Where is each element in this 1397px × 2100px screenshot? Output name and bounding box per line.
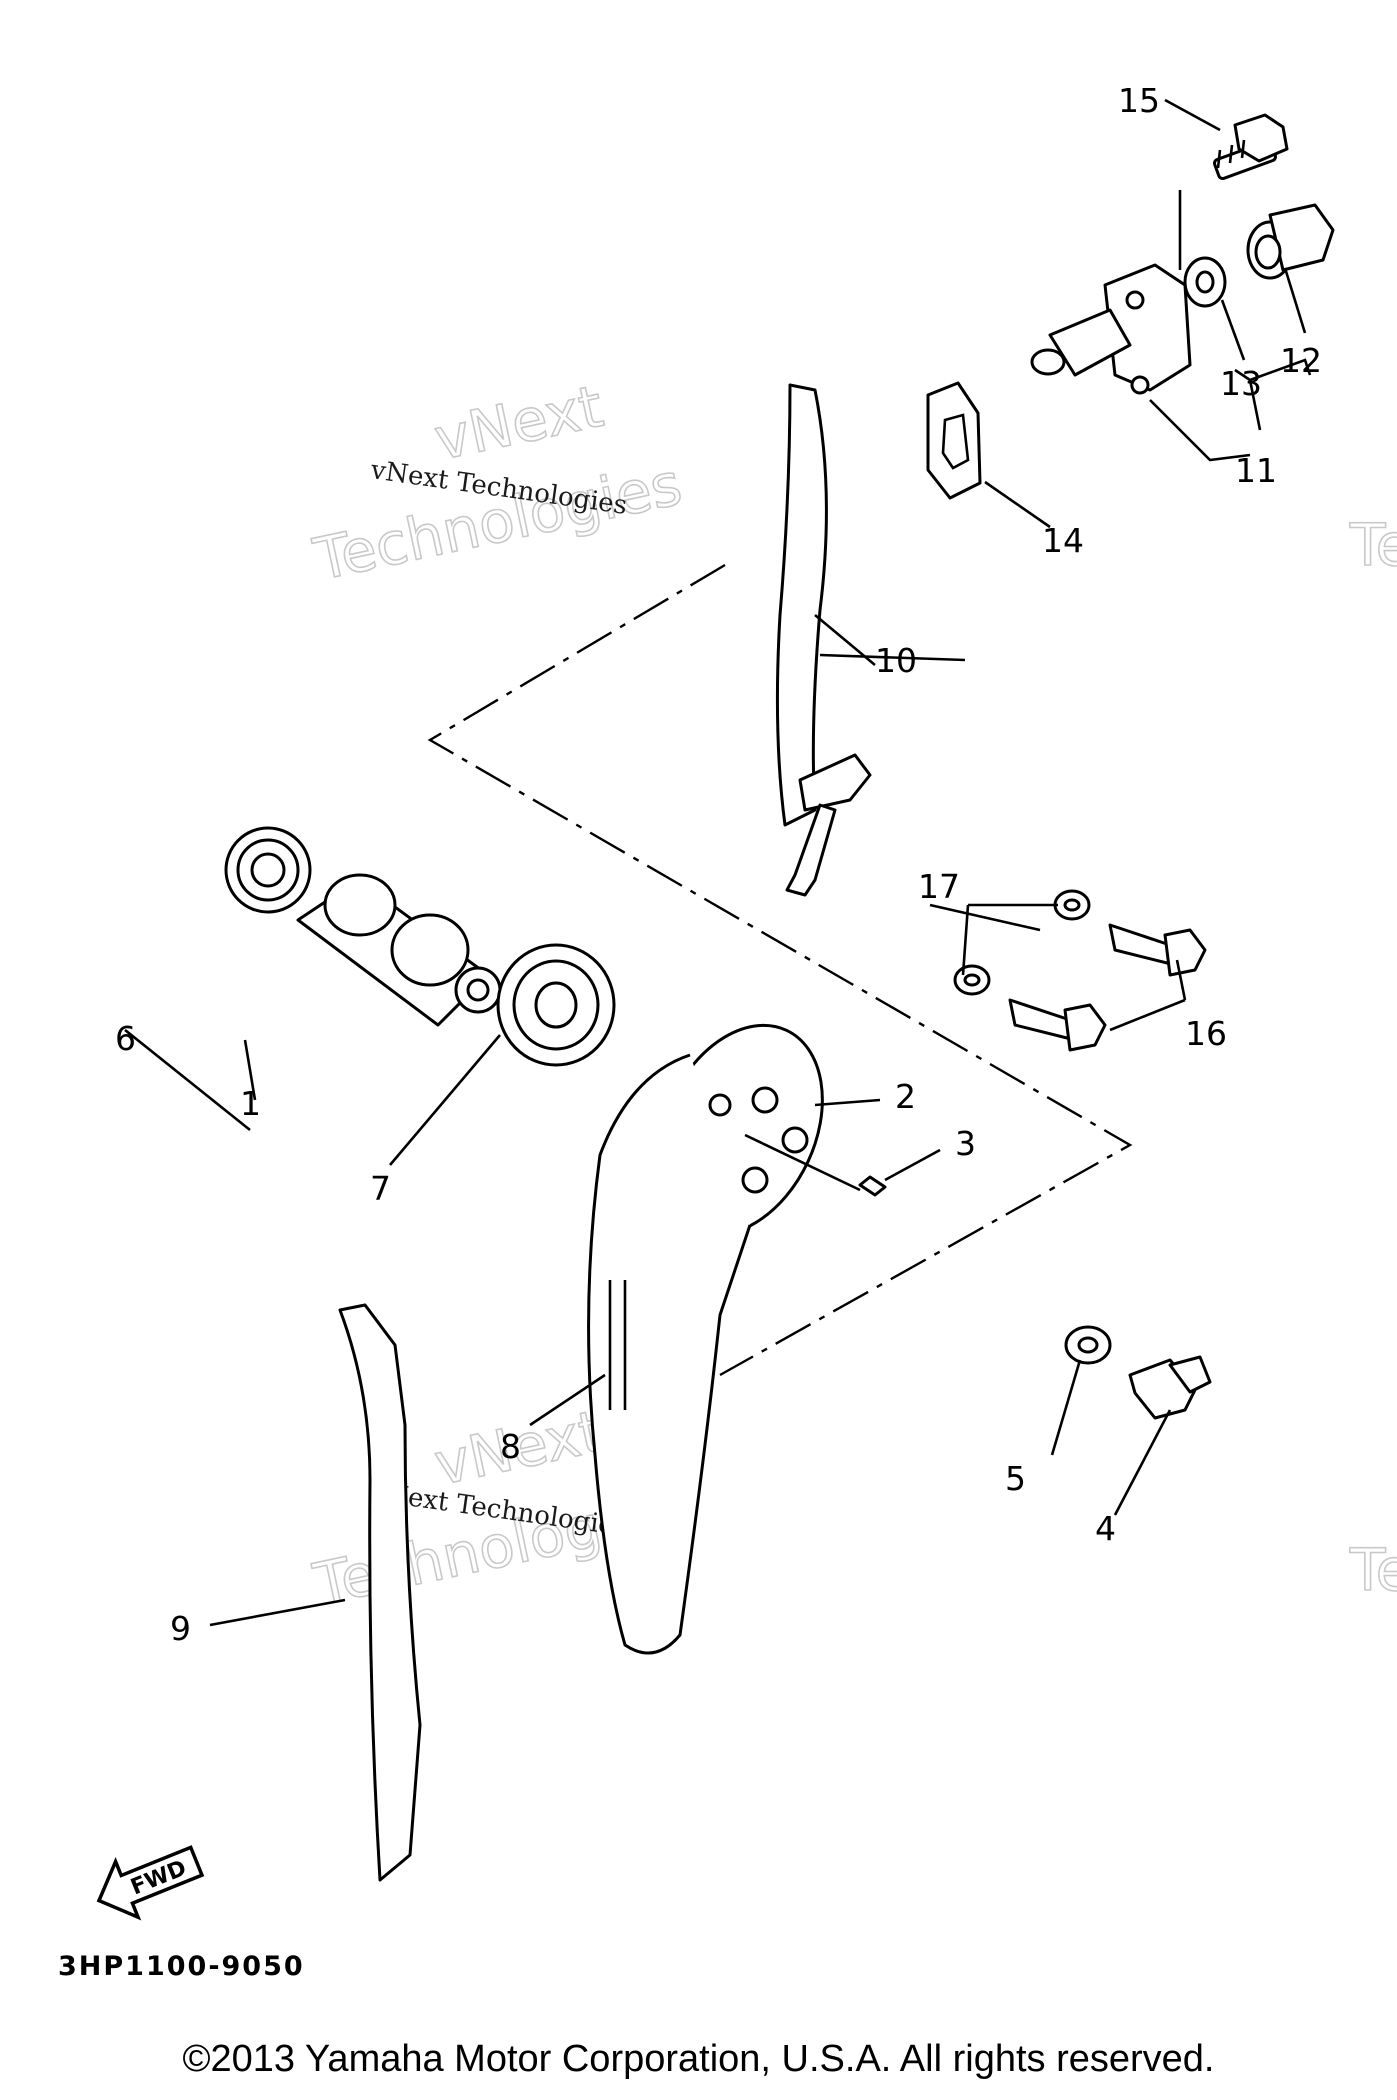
copyright-notice: ©2013 Yamaha Motor Corporation, U.S.A. A…: [182, 2038, 1215, 2080]
callout-11: 11: [1235, 451, 1277, 490]
callout-4: 4: [1095, 1509, 1116, 1548]
callout-13: 13: [1220, 364, 1262, 403]
part-7-bearing: [496, 943, 616, 1067]
callout-1: 1: [240, 1084, 261, 1123]
part-14-gasket: [926, 381, 982, 500]
callout-6: 6: [115, 1019, 136, 1058]
fwd-arrow: FWD: [96, 1845, 205, 1921]
callout-16: 16: [1185, 1014, 1227, 1053]
callout-17: 17: [918, 867, 960, 906]
part-16-bolts: [1008, 923, 1207, 1052]
part-10-chain-guide: [775, 383, 872, 897]
watermark-edge: Te: [1349, 511, 1397, 579]
callout-10: 10: [875, 641, 917, 680]
watermark-bottom: vNext Technologies vNext Technologies Te: [307, 1396, 1397, 1620]
part-6-bearing: [224, 826, 312, 914]
watermark-edge: Te: [1349, 1536, 1397, 1604]
part-4-bolt: [1128, 1355, 1212, 1420]
callout-3: 3: [955, 1124, 976, 1163]
callout-15: 15: [1118, 81, 1160, 120]
callout-5: 5: [1005, 1459, 1026, 1498]
part-11-tensioner: [1030, 263, 1192, 395]
callout-2: 2: [895, 1077, 916, 1116]
part-13-washer: [1183, 256, 1227, 308]
diagram-code: 3HP1100-9050: [58, 1951, 305, 1982]
callout-14: 14: [1042, 521, 1084, 560]
part-9-chain-guide: [338, 1303, 422, 1882]
callout-8: 8: [500, 1427, 521, 1466]
watermark-big-1: vNext: [429, 372, 609, 474]
part-12-plug: [1246, 203, 1335, 280]
part-8-cam-chain: [587, 1053, 752, 1655]
part-1-camshaft: [296, 873, 502, 1027]
leader-lines: [124, 98, 1312, 1627]
callout-labels: 1 2 3 4 5 6 7 8 9 10 11 12 13 14 15 16 1…: [115, 81, 1322, 1648]
watermark-big-2: Technologies: [308, 450, 688, 594]
part-5-washer: [1064, 1325, 1112, 1365]
callout-12: 12: [1280, 341, 1322, 380]
part-17-washers: [953, 889, 1091, 996]
assembly-outline: [427, 563, 1133, 1377]
callout-7: 7: [370, 1169, 391, 1208]
part-3-dowel-pin: [744, 1133, 887, 1197]
part-15-bolt: [1213, 113, 1289, 181]
callout-9: 9: [170, 1609, 191, 1648]
watermark-top: vNext Technologies vNext Technologies Te: [307, 371, 1397, 595]
